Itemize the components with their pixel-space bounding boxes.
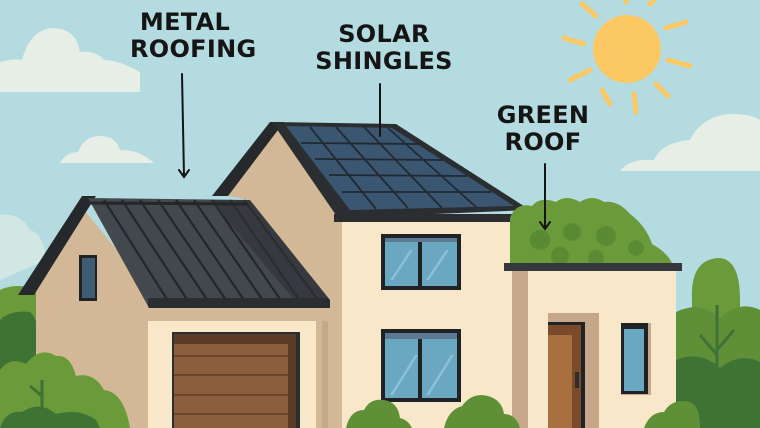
label-solar-shingles: SOLAR SHINGLES (310, 21, 458, 75)
metal-roof (88, 198, 338, 306)
cloud-right (620, 114, 760, 171)
label-green-roof-line1: GREEN (496, 101, 590, 129)
metal-roofing-arrow-icon (178, 73, 190, 179)
label-metal-roofing-line1: METAL (139, 8, 231, 36)
label-green-roof-line2: ROOF (504, 128, 582, 156)
center-house (212, 122, 530, 428)
door-handle (575, 372, 579, 388)
cloud-left-low (0, 214, 46, 280)
label-solar-shingles-line1: SOLAR (338, 20, 430, 48)
garage-door (172, 332, 300, 428)
shrubs-center (346, 395, 520, 428)
front-door (548, 313, 599, 428)
right-wing (504, 198, 682, 428)
cloud-left-small (60, 136, 154, 163)
lower-window (381, 329, 461, 402)
solar-grid (300, 126, 491, 210)
left-wing (18, 196, 340, 428)
upper-window (381, 234, 461, 290)
label-solar-shingles-line2: SHINGLES (315, 47, 453, 75)
label-green-roof: GREEN ROOF (488, 102, 598, 156)
side-window (621, 323, 651, 395)
cloud-left-top (0, 28, 140, 92)
green-roof-arrow-icon (539, 163, 551, 231)
shrubs-right (644, 401, 700, 428)
shrubs-left (0, 352, 130, 428)
label-metal-roofing-line2: ROOFING (130, 35, 257, 63)
label-metal-roofing: METAL ROOFING (130, 8, 257, 63)
sun-icon (561, 0, 693, 115)
green-roof-slab (504, 263, 682, 271)
